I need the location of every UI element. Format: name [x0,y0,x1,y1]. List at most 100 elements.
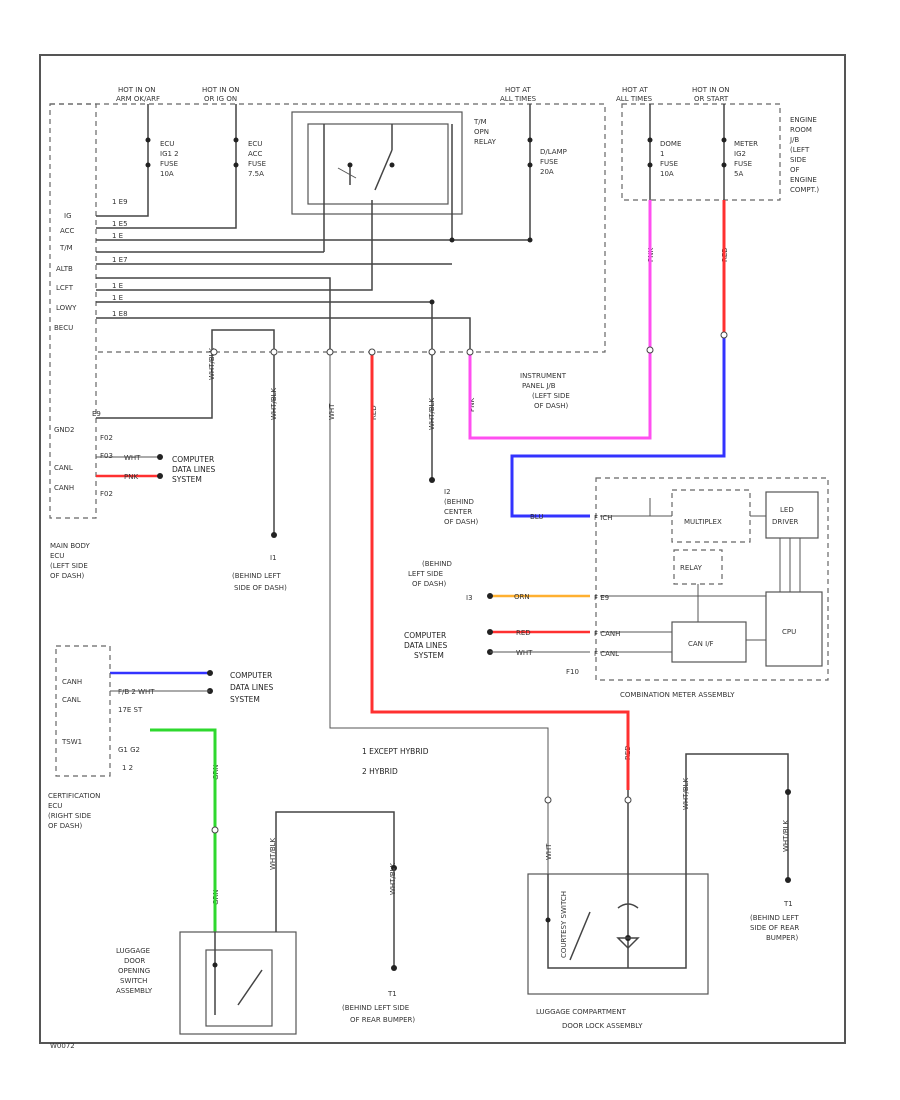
svg-text:FUSE: FUSE [540,158,558,166]
svg-text:1 E8: 1 E8 [112,310,128,318]
svg-text:LEFT SIDE: LEFT SIDE [408,570,443,578]
svg-text:RELAY: RELAY [680,564,703,572]
svg-text:DOME: DOME [660,140,681,148]
relay-label: T/M OPN RELAY [473,118,497,146]
ground-label-g5: T1 (BEHIND LEFT SIDE OF REAR BUMPER) [750,900,799,942]
svg-text:1 E5: 1 E5 [112,220,128,228]
svg-text:DATA LINES: DATA LINES [172,465,215,474]
svg-text:CAN I/F: CAN I/F [688,640,714,648]
main-body-ecu-outline [49,103,97,519]
fuse-label-2: ECU ACC FUSE 7.5A [248,140,266,178]
wire-code-w6: PNK [468,398,476,412]
svg-text:BECU: BECU [54,324,73,332]
combination-meter-label: COMBINATION METER ASSEMBLY [620,691,735,699]
svg-text:LOWY: LOWY [56,304,77,312]
ground-label-g2: I2 (BEHIND CENTER OF DASH) [444,488,479,526]
svg-text:INSTRUMENT: INSTRUMENT [520,372,567,380]
svg-text:OF REAR BUMPER): OF REAR BUMPER) [350,1016,415,1024]
meter-pins: F ICH F E9 F CANH F CANL F10 [566,514,620,676]
svg-text:(BEHIND LEFT SIDE: (BEHIND LEFT SIDE [342,1004,409,1012]
fuse-label-3: D/LAMP FUSE 20A [540,148,567,176]
wire-code-w14: WHT/BLK [269,837,277,870]
svg-text:7.5A: 7.5A [248,170,264,178]
hot-labels: HOT IN ON ARM OK/ARF HOT IN ON OR IG ON … [116,86,730,103]
svg-text:F CANL: F CANL [594,650,619,658]
svg-text:LUGGAGE: LUGGAGE [116,947,150,955]
svg-text:IG1 2: IG1 2 [160,150,179,158]
main-body-ecu-pins: GND2 CANL CANH E9 F02 F03 F02 [54,410,113,498]
wire-code-w15: WHT/BLK [389,862,397,895]
wire-code-w3: WHT [328,403,336,420]
tm-opn-relay [291,111,463,215]
svg-text:F E9: F E9 [594,594,609,602]
svg-text:D/LAMP: D/LAMP [540,148,567,156]
hot-label-2b: OR IG ON [204,95,237,103]
red-wire-main [370,352,630,790]
green-wire [150,728,217,932]
svg-text:(BEHIND LEFT: (BEHIND LEFT [232,572,281,580]
instrument-panel-label: INSTRUMENT PANEL J/B (LEFT SIDE OF DASH) [520,372,570,410]
fuse-label-5: METER IG2 FUSE 5A [734,140,758,178]
svg-text:1: 1 [660,150,664,158]
hot-label-4a: HOT AT [622,86,649,94]
svg-text:CERTIFICATION: CERTIFICATION [48,792,100,800]
main-body-ecu-label: MAIN BODY ECU (LEFT SIDE OF DASH) [50,542,91,580]
svg-text:ALTB: ALTB [56,265,73,273]
svg-text:ECU: ECU [50,552,64,560]
svg-text:I2: I2 [444,488,451,496]
svg-text:ECU: ECU [48,802,62,810]
svg-text:ORN: ORN [514,593,530,601]
svg-text:FUSE: FUSE [248,160,266,168]
svg-text:SIDE: SIDE [790,156,806,164]
combination-meter-outline [595,477,829,681]
wire-code-w9: WHT [545,843,553,860]
svg-text:(RIGHT SIDE: (RIGHT SIDE [48,812,91,820]
svg-text:17E ST: 17E ST [118,706,143,714]
hot-label-4b: ALL TIMES [616,95,653,103]
combination-meter-blocks: MULTIPLEX LED DRIVER RELAY CAN I/F CPU [671,489,823,667]
svg-text:IG: IG [64,212,72,220]
svg-text:F02: F02 [100,434,113,442]
svg-text:1 EXCEPT HYBRID: 1 EXCEPT HYBRID [362,747,429,756]
svg-text:F03: F03 [100,452,113,460]
svg-text:BLU: BLU [530,513,543,521]
svg-text:1 E7: 1 E7 [112,256,128,264]
certification-ecu-outline [55,645,111,777]
svg-text:OF: OF [790,166,800,174]
svg-text:(BEHIND: (BEHIND [444,498,474,506]
ecu-pin-labels: IG ACC T/M ALTB LCFT LOWY BECU [54,212,77,332]
footer-code: W0072 [50,1042,75,1050]
certification-ecu-pins: CANH CANL TSW1 F/B 2 WHT 17E ST G1 G2 1 … [61,678,155,772]
svg-text:(LEFT SIDE: (LEFT SIDE [532,392,570,400]
engine-room-jb-label: ENGINE ROOM J/B (LEFT SIDE OF ENGINE COM… [789,116,819,194]
svg-text:OF DASH): OF DASH) [534,402,569,410]
luggage-switch-wire-up [275,811,395,932]
svg-text:ECU: ECU [248,140,262,148]
ground-label-g1: I1 (BEHIND LEFT SIDE OF DASH) [232,554,287,592]
svg-text:MAIN BODY: MAIN BODY [50,542,91,550]
ground-label-g3: (BEHIND LEFT SIDE OF DASH) I3 [408,560,473,602]
svg-text:SIDE OF DASH): SIDE OF DASH) [234,584,287,592]
hot-label-1a: HOT IN ON [118,86,156,94]
fuse-label-1: ECU IG1 2 FUSE 10A [160,140,179,178]
wire-code-w2: WHT/BLK [270,387,278,420]
svg-text:CANL: CANL [62,696,81,704]
svg-text:1 E: 1 E [112,282,123,290]
svg-text:SYSTEM: SYSTEM [172,475,202,484]
engine-room-jb-outline [621,103,781,201]
svg-text:G1 G2: G1 G2 [118,746,140,754]
svg-text:FUSE: FUSE [734,160,752,168]
svg-text:20A: 20A [540,168,554,176]
luggage-switch-contact [214,932,263,1015]
instrument-panel-jb-outline [50,103,606,353]
diagram-border [39,54,846,1044]
luggage-lock-wire-up [685,753,789,880]
svg-text:BUMPER): BUMPER) [766,934,798,942]
svg-text:SYSTEM: SYSTEM [414,651,444,660]
svg-text:ACC: ACC [248,150,263,158]
tm-opn-relay-inner [307,123,449,205]
svg-text:1 E: 1 E [112,294,123,302]
svg-text:T/M: T/M [59,244,73,252]
svg-text:(LEFT SIDE: (LEFT SIDE [50,562,88,570]
